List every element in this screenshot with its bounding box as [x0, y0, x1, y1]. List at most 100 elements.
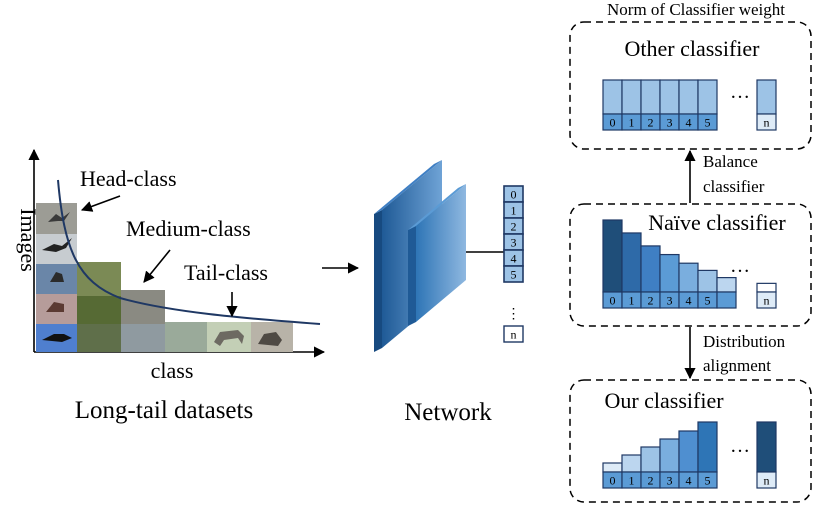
classifier-bar [659, 438, 680, 473]
longtail-panel: Images Head-class Medium-class Tail-clas… [16, 148, 326, 424]
output-cell-label: 4 [511, 252, 517, 266]
class-index-cell [716, 291, 737, 309]
naive-classifier-label: Naïve classifier [648, 210, 786, 235]
output-cell-label: 5 [511, 268, 517, 282]
class-index-label: 4 [686, 116, 692, 130]
image-thumbnail [77, 324, 121, 352]
classifier-bar [602, 79, 623, 115]
classifier-bar-last [756, 79, 777, 115]
other-classifier-box [569, 21, 812, 150]
class-index-label: 1 [629, 474, 635, 488]
y-axis-label: Images [16, 208, 41, 272]
image-thumbnail [121, 324, 165, 352]
longtail-caption: Long-tail datasets [75, 397, 253, 424]
animal-silhouette [214, 330, 244, 346]
head-class-label: Head-class [80, 166, 177, 191]
output-ellipsis: ⋮ [507, 307, 521, 322]
class-index-cell-last [756, 291, 777, 309]
image-thumbnails [36, 203, 293, 352]
output-cell-label: 2 [511, 220, 517, 234]
class-index-label: 4 [686, 474, 692, 488]
classifier-ellipsis: … [730, 81, 750, 103]
medium-class-arrow [143, 249, 171, 283]
class-index-label: 2 [648, 474, 654, 488]
classifier-bar [659, 253, 680, 293]
classifier-ellipsis: … [730, 255, 750, 277]
classifier-bar-last [756, 421, 777, 473]
classifier-bar-last [756, 282, 777, 293]
network-panel: 0 1 2 3 4 5 ⋮ n Network [374, 160, 524, 426]
class-index-cell-last [756, 113, 777, 131]
class-index-label: 0 [610, 116, 616, 130]
class-index-cell [697, 471, 718, 489]
image-thumbnail [77, 296, 121, 324]
animal-silhouette [258, 332, 282, 346]
class-index-cell [697, 113, 718, 131]
class-index-label: 1 [629, 116, 635, 130]
class-index-cell-last [756, 471, 777, 489]
class-index-label: 5 [705, 294, 711, 308]
classifier-bar [640, 446, 661, 473]
bird-silhouette [42, 238, 72, 252]
classifier-bar [602, 219, 623, 293]
output-cell-label: 3 [511, 236, 517, 250]
output-cell [503, 265, 524, 283]
classifier-bar [640, 79, 661, 115]
image-thumbnail [165, 322, 207, 352]
class-index-label: 3 [667, 474, 673, 488]
class-index-label: 4 [686, 294, 692, 308]
longtail-curve [57, 179, 321, 325]
output-cell-label: 0 [511, 188, 517, 202]
network-output-vector: 0 1 2 3 4 5 ⋮ n [503, 185, 524, 343]
network-caption: Network [404, 399, 492, 426]
classifier-bar [621, 454, 642, 473]
classifier-bar [602, 462, 623, 473]
our-classifier-box [569, 379, 812, 503]
class-index-label-last: n [764, 294, 770, 308]
our-classifier-label: Our classifier [604, 388, 724, 413]
classifier-norm-title: Norm of Classifier weight [607, 0, 785, 19]
class-index-label: 0 [610, 474, 616, 488]
class-index-label: 5 [705, 474, 711, 488]
classifier-bar [678, 262, 699, 293]
class-index-label: 1 [629, 294, 635, 308]
class-index-label: 2 [648, 116, 654, 130]
classifier-bar [678, 430, 699, 473]
classifier-ellipsis: … [730, 435, 750, 457]
classifier-bar [621, 232, 642, 293]
output-cell-last-label: n [511, 328, 517, 342]
classifier-bar [659, 79, 680, 115]
bird-silhouette [46, 302, 64, 312]
classifier-bar [678, 79, 699, 115]
other-classifier-label: Other classifier [625, 36, 761, 61]
x-axis-label: class [151, 358, 194, 383]
distribution-alignment-label-line1: Distribution [703, 332, 786, 351]
medium-class-label: Medium-class [126, 216, 251, 241]
class-index-label-last: n [764, 474, 770, 488]
class-index-label: 0 [610, 294, 616, 308]
class-index-label-last: n [764, 116, 770, 130]
network-layer-front [408, 184, 466, 326]
balance-classifier-label-line2: classifier [703, 177, 765, 196]
bird-silhouette [48, 212, 70, 222]
distribution-alignment-label-line2: alignment [703, 356, 771, 375]
classifier-bar [716, 277, 737, 293]
class-index-label: 3 [667, 116, 673, 130]
classifier-bar [640, 245, 661, 293]
bird-silhouette [50, 272, 64, 282]
classifier-bar [697, 269, 718, 293]
classifier-bar [697, 421, 718, 473]
class-index-label: 2 [648, 294, 654, 308]
output-cell-last [503, 325, 524, 343]
output-cell-label: 1 [511, 204, 517, 218]
classifier-bar [697, 79, 718, 115]
image-thumbnail [77, 262, 121, 296]
tail-class-label: Tail-class [184, 260, 268, 285]
